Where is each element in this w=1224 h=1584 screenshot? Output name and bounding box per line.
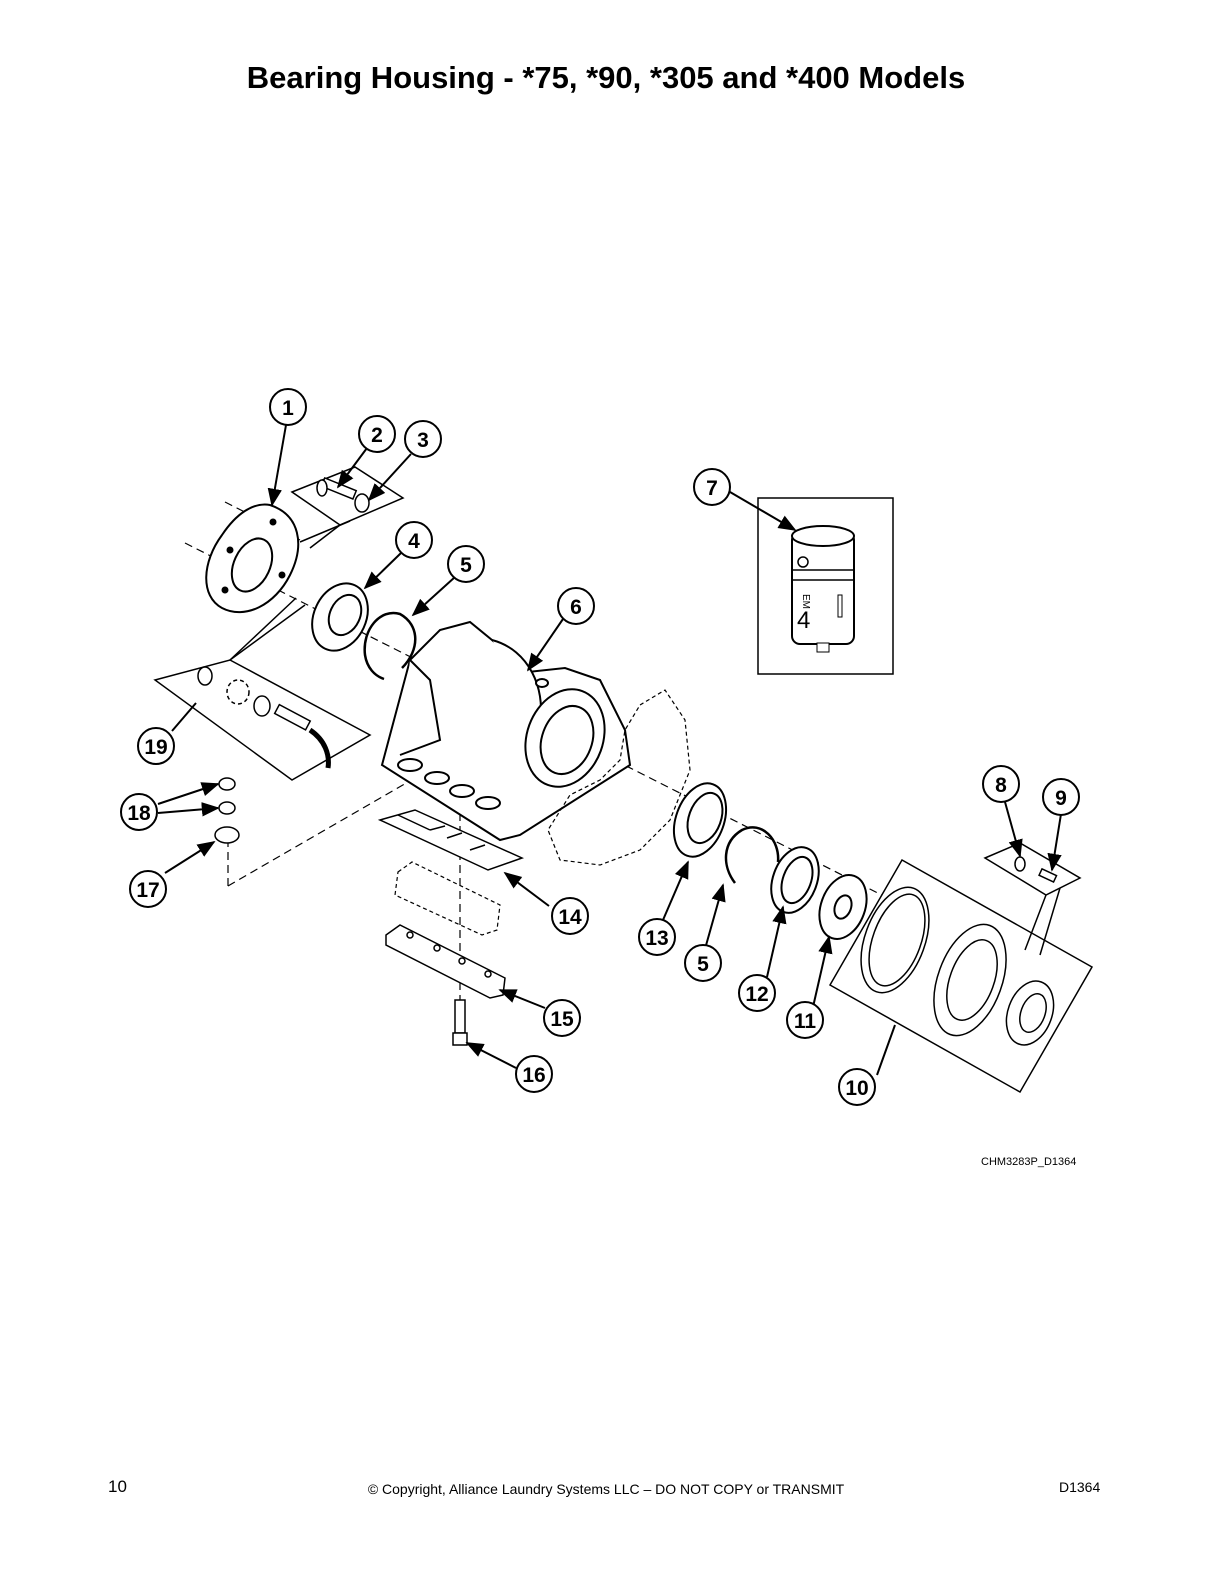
end-cover-inset: [828, 858, 1094, 1094]
callout-circle-5: [447, 545, 485, 583]
callout-circle-11: [786, 1001, 824, 1039]
callout-label-16: 15: [550, 1008, 574, 1031]
mounting-plate: [205, 503, 300, 614]
callout-circle-13: [638, 918, 676, 956]
bearing-housing: [380, 620, 632, 842]
shim: [377, 809, 525, 871]
callout-circle-3: [404, 420, 442, 458]
callout-circle-7: [693, 468, 731, 506]
screw-washer-inset: [290, 466, 405, 549]
callout-circle-12: [738, 974, 776, 1012]
callout-label-5: 5: [460, 554, 472, 577]
footer-doc-id: D1364: [1059, 1479, 1101, 1495]
callout-circle-4: [395, 521, 433, 559]
callout-circle-20: [137, 727, 175, 765]
snap-ring-lower: [724, 826, 780, 884]
motor-brand-label: EM: [800, 594, 811, 609]
callout-label-20: 19: [144, 736, 167, 759]
callout-circle-9: [1042, 778, 1080, 816]
channel-bar: [385, 924, 506, 999]
callout-circle-2: [358, 415, 396, 453]
callout-label-2: 2: [371, 424, 383, 447]
leader-lines: [157, 424, 1062, 1076]
callout-label-6: 6: [570, 596, 582, 619]
callout-label-19: 18: [127, 802, 151, 825]
callout-label-17: 16: [522, 1064, 545, 1087]
figure-code: CHM3283P_D1364: [981, 1156, 1077, 1168]
spacer-ring: [770, 846, 820, 914]
page-title: Bearing Housing - *75, *90, *305 and *40…: [246, 60, 966, 95]
callout-label-7: 7: [706, 477, 718, 500]
seal-disc: [818, 874, 868, 940]
bolt: [452, 999, 468, 1046]
callout-circle-16: [543, 999, 581, 1037]
motor-number-label: 4: [797, 607, 810, 634]
callout-circle-1: [269, 388, 307, 426]
callout-circle-14: [551, 897, 589, 935]
callout-circle-8: [982, 765, 1020, 803]
callout-label-10: 10: [845, 1077, 868, 1100]
callout-label-15: 5: [697, 953, 709, 976]
callout-circle-18: [129, 870, 167, 908]
callout-label-18: 17: [136, 879, 159, 902]
callout-label-13: 13: [645, 927, 668, 950]
phantom-plate: [394, 861, 501, 936]
footer-copyright: © Copyright, Alliance Laundry Systems LL…: [367, 1481, 845, 1497]
nut-washer-stack: [214, 777, 240, 844]
cable-fitting-inset: [153, 597, 372, 781]
callout-circle-19: [120, 793, 158, 831]
callout-circle-6: [557, 587, 595, 625]
callout-label-1: 1: [282, 397, 294, 420]
callout-label-9: 9: [1055, 787, 1067, 810]
snap-ring-upper: [363, 611, 417, 681]
footer-page-number: 10: [108, 1477, 127, 1496]
callout-circle-15: [684, 944, 722, 982]
callout-label-8: 8: [995, 774, 1007, 797]
bearing: [672, 782, 728, 858]
callout-label-12: 12: [745, 983, 768, 1006]
callout-label-3: 3: [417, 429, 429, 452]
callout-circle-17: [515, 1055, 553, 1093]
seal: [311, 582, 369, 652]
callout-label-14: 14: [558, 906, 582, 929]
callout-label-4: 4: [408, 530, 420, 553]
callout-circle-10: [838, 1068, 876, 1106]
phantom-guard: [547, 689, 691, 866]
callout-label-11: 11: [794, 1010, 817, 1033]
motor-inset: EM 4: [757, 497, 894, 675]
